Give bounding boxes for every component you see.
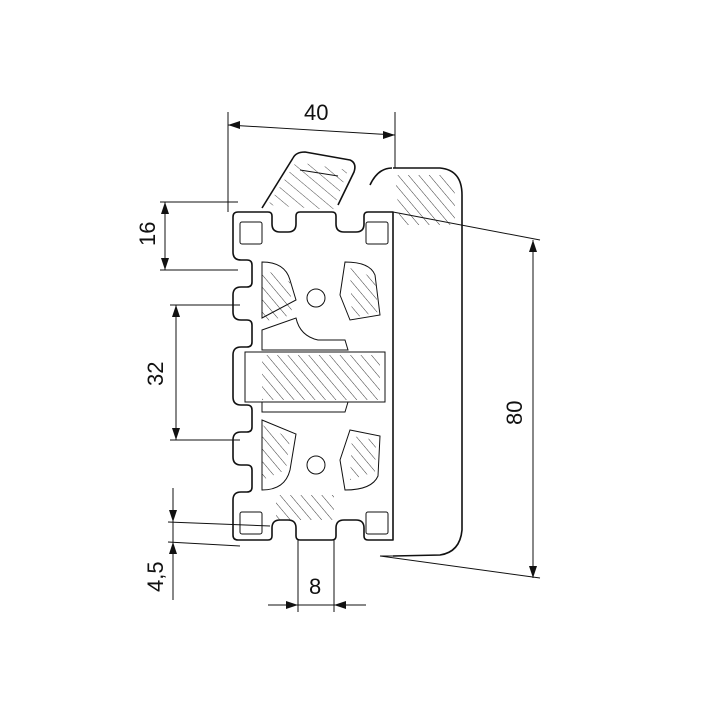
dimension-slot-pitch: 32 xyxy=(143,304,240,441)
dimension-top-offset-label: 16 xyxy=(135,222,160,246)
dimension-height: 80 xyxy=(379,211,541,579)
dimension-height-label: 80 xyxy=(502,401,527,425)
dimension-width-label: 40 xyxy=(304,100,328,125)
dimension-slot-width: 8 xyxy=(268,540,366,612)
dimension-slot-pitch-label: 32 xyxy=(143,362,168,386)
dimension-wall: 4,5 xyxy=(143,488,271,600)
profile-cross-section xyxy=(232,211,394,541)
dimension-slot-width-label: 8 xyxy=(309,574,321,599)
dimension-top-offset: 16 xyxy=(135,201,238,271)
dimension-width: 40 xyxy=(227,100,396,212)
dimension-wall-label: 4,5 xyxy=(143,561,168,592)
profile-extrusion-body xyxy=(261,151,463,557)
